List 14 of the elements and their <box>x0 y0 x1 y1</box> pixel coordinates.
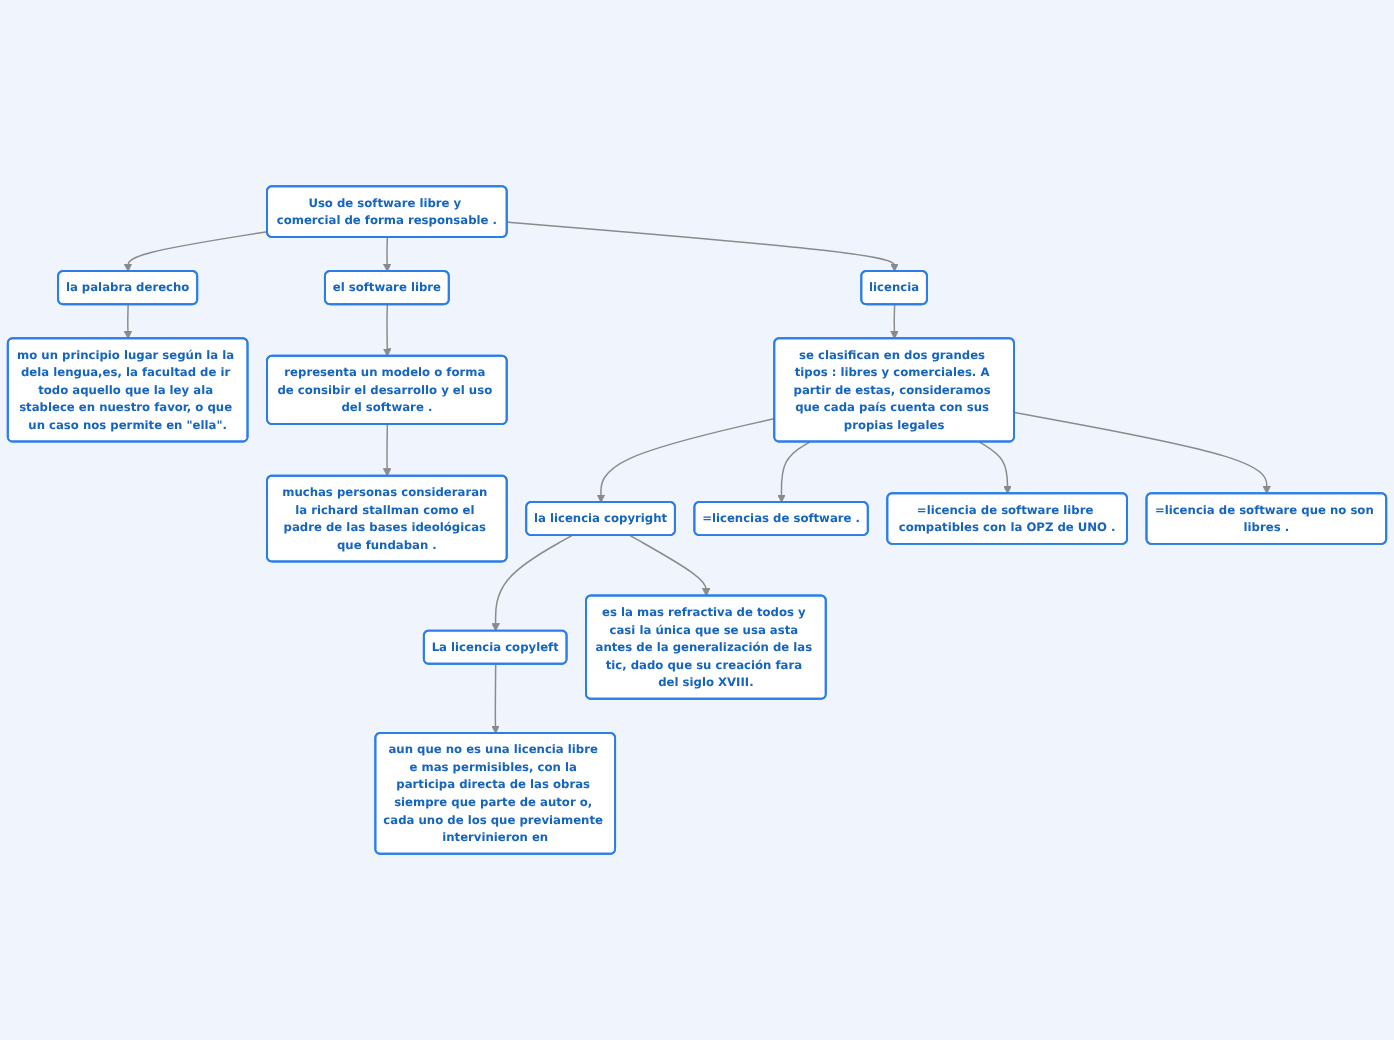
arrow <box>506 221 899 272</box>
arrow <box>978 441 1012 495</box>
arrow <box>382 423 392 477</box>
arrow <box>123 303 133 340</box>
arrow <box>123 230 269 272</box>
arrow <box>596 417 776 503</box>
arrow <box>1013 411 1271 495</box>
arrow <box>491 534 573 632</box>
arrow <box>491 663 500 734</box>
arrow <box>890 303 899 340</box>
arrow <box>382 236 392 272</box>
arrow <box>777 441 811 503</box>
arrow <box>629 534 711 597</box>
arrow <box>382 303 392 357</box>
